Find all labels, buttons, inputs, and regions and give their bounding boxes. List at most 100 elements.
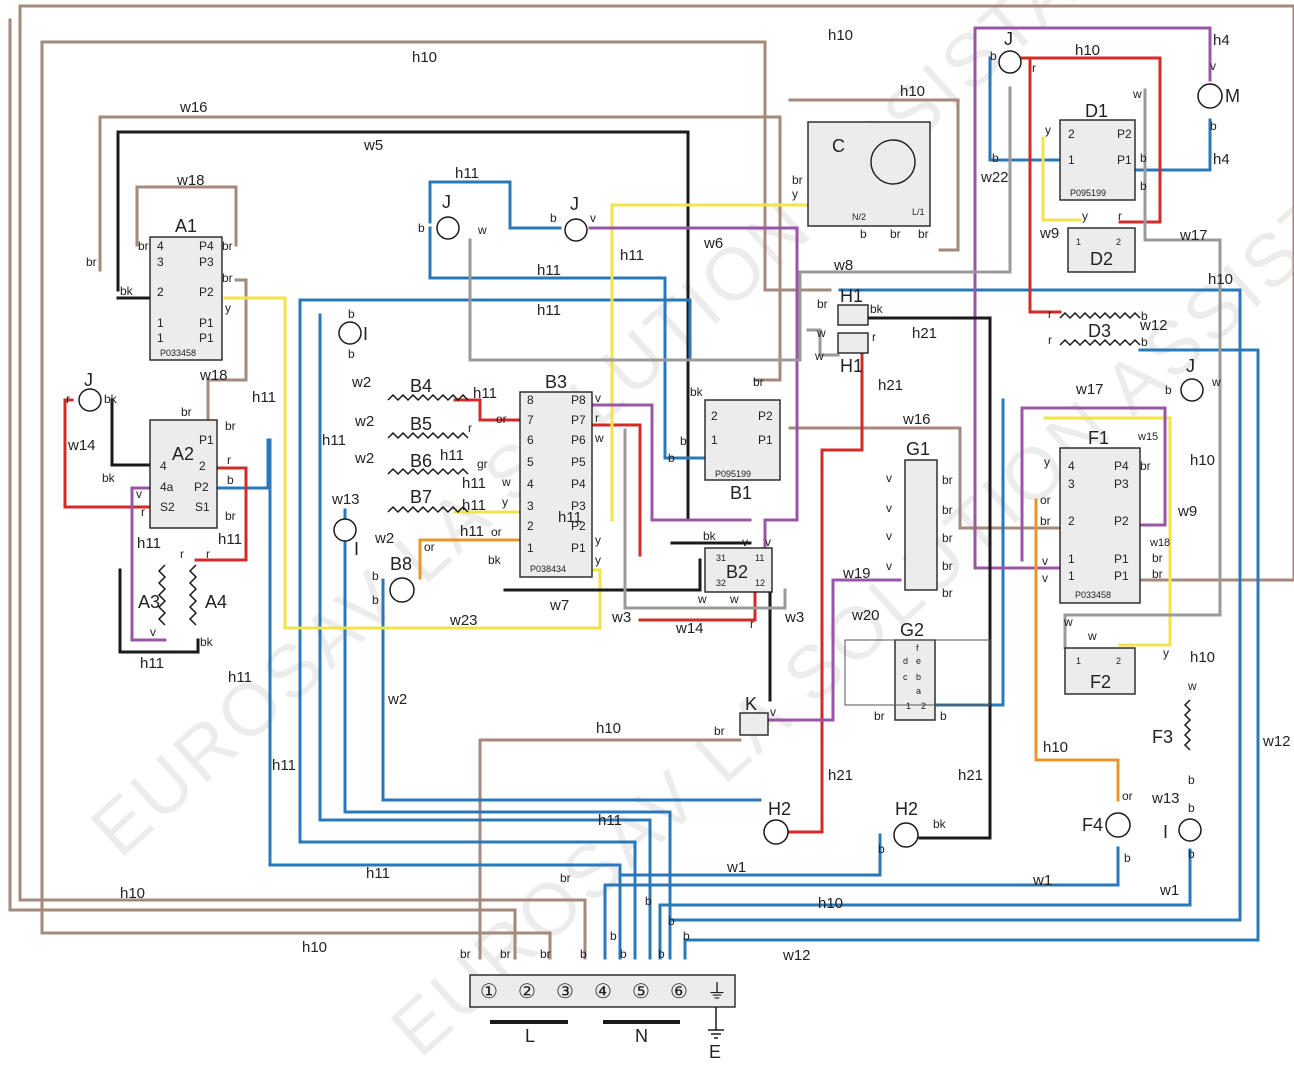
code-r: r [1032,61,1036,75]
code-b: b [940,709,947,723]
wire-w8 [468,86,1012,362]
label-j5: J [1186,356,1195,376]
label-h11: h11 [598,812,622,829]
label-w16: w16 [179,99,208,116]
pin-labels: 4 3 2 1 1 P4 P3 P2 P1 P1 P1 4 4a S2 2 P2… [157,127,1132,711]
wire-h10-right [1138,4,1294,582]
terminal-earth: ⏚ [707,981,727,1003]
label-h4: h4 [1213,151,1230,168]
label-d2: D2 [1090,249,1113,269]
code-br: br [714,724,725,738]
label-a4: A4 [205,592,227,612]
heater-b7 [387,505,469,514]
code-br: br [222,271,233,285]
part-b3: P038434 [530,564,566,574]
wire-w19 [768,578,902,722]
pin: 1 [1076,656,1081,666]
code-b: b [227,473,234,487]
label-w19: w19 [842,565,871,582]
label-w6: w6 [703,235,723,252]
coil-a4 [188,564,198,626]
pin: 4 [1068,459,1075,473]
label-h11: h11 [462,497,486,514]
code-v: v [886,501,892,515]
label-w1: w1 [1159,882,1179,899]
label-c: C [832,136,845,156]
code-or: or [424,540,435,554]
code-b: b [418,221,425,235]
pin: P1 [1114,552,1129,566]
wire-b4-r [453,398,522,422]
label-d1: D1 [1085,101,1108,121]
code-v: v [1042,571,1048,585]
wire-w9 [1063,88,1222,650]
code-br: br [1152,567,1163,581]
label-w2: w2 [374,530,394,547]
code-y: y [792,187,798,201]
wire-w22 [973,26,1062,570]
pin: P1 [1114,569,1129,583]
code-b: b [1188,847,1195,861]
terminal-2: ② [518,981,536,1003]
wire-h4 [973,26,1212,82]
wire-b3-p8 [588,403,752,522]
pin: f [916,643,919,653]
code-br: br [918,227,929,241]
code-b: b [668,914,675,928]
terminal-labels: ① ② ③ ④ ⑤ ⑥ ⏚ [480,981,727,1003]
switch-g1 [904,459,938,591]
code-b: b [680,434,687,448]
code-v: v [886,559,892,573]
wire-a2-p2 [213,438,270,490]
label-h21: h21 [878,377,903,394]
label-w14: w14 [67,437,96,454]
pin: P3 [199,255,214,269]
code-br: br [460,947,471,961]
relay-b2 [704,547,773,593]
code-r: r [206,547,210,561]
label-h10: h10 [1075,42,1100,59]
label-w1: w1 [726,859,746,876]
pin: P1 [758,433,773,447]
code-br: br [890,227,901,241]
wire-h21-bk [864,316,992,840]
pin: P3 [571,499,586,513]
wire-w1c [658,848,1192,960]
relay-k [739,712,769,736]
code-b: b [658,947,665,961]
lamp-h1b [837,332,869,354]
heater-b6 [387,467,469,476]
label-h11: h11 [218,531,242,548]
wire-w1b [618,833,882,960]
label-w1: w1 [1032,872,1052,889]
code-b: b [550,211,557,225]
code-b: b [1188,801,1195,815]
label-h10: h10 [412,49,437,66]
label-h10: h10 [900,83,925,100]
wire-w1 [603,846,1120,960]
label-h21: h21 [828,767,853,784]
pin: 5 [527,455,534,469]
pin: 2 [921,701,926,711]
wire-w5 [116,130,690,522]
part-f1: P033458 [1075,590,1111,600]
pin: P8 [571,393,586,407]
terminal-3: ③ [556,981,574,1003]
label-w16: w16 [902,411,931,428]
code-br: br [942,531,953,545]
wire-w14b [638,583,757,622]
label-w2: w2 [354,413,374,430]
pin: 6 [527,433,534,447]
label-w9: w9 [1177,503,1197,520]
code-bk: bk [933,817,947,831]
clock-icon [870,139,916,185]
code-r: r [468,421,472,435]
code-br: br [1152,551,1163,565]
pin: 1 [906,701,911,711]
wire-d3 [1028,56,1062,314]
wire-w7 [503,558,702,592]
code-br: br [560,871,571,885]
wire-labels: h10 h10 h10 h10 h10 h10 h10 h10 h10 h10 … [67,27,1291,964]
label-h10: h10 [1208,271,1233,288]
heater-b4 [387,393,469,402]
